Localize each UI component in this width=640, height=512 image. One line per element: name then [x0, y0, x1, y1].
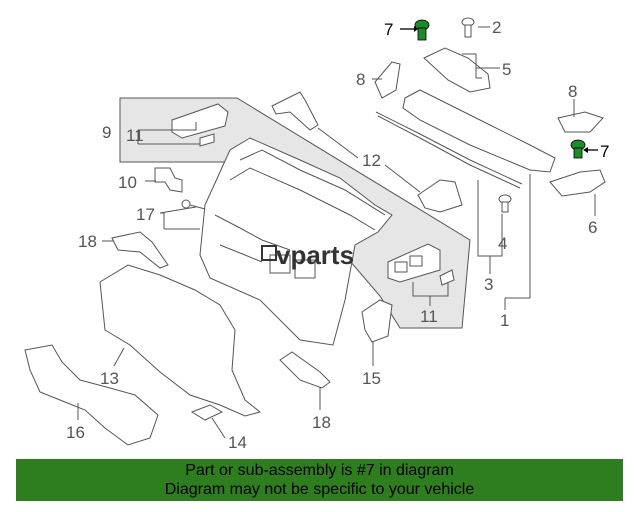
- cowl-dash-panel-assembly: [199, 137, 393, 346]
- callout-4: 4: [498, 234, 507, 253]
- part-2-screw: [461, 17, 475, 38]
- callout-14: 14: [228, 433, 247, 452]
- callout-1: 1: [500, 311, 509, 330]
- part-4-clip: [498, 194, 512, 213]
- callout-11-lower: 11: [420, 307, 438, 326]
- watermark-text: vparts: [276, 240, 354, 270]
- banner-line-2: Diagram may not be specific to your vehi…: [164, 481, 475, 498]
- callout-10: 10: [118, 173, 137, 192]
- callout-18-lower: 18: [312, 413, 331, 432]
- part-17-bolt: [181, 199, 206, 210]
- part-7-highlighted-top: [414, 19, 430, 41]
- callout-15: 15: [362, 369, 381, 388]
- part-15-bracket: [361, 299, 393, 343]
- callout-3: 3: [484, 275, 493, 294]
- callout-6: 6: [588, 218, 597, 237]
- disclaimer-banner: Part or sub-assembly is #7 in diagram Di…: [16, 459, 623, 501]
- callout-2: 2: [492, 18, 501, 37]
- subassembly-panel-9-11: [119, 97, 471, 329]
- part-18-upper-bracket: [111, 231, 169, 269]
- callout-9: 9: [102, 123, 111, 142]
- part-11-lower-bracket: [387, 243, 455, 286]
- part-13-insulator: [99, 264, 262, 417]
- banner-line-1: Part or sub-assembly is #7 in diagram: [185, 462, 454, 479]
- part-12-bracket: [271, 91, 463, 213]
- callout-17: 17: [136, 205, 155, 224]
- callout-8-right: 8: [568, 82, 577, 101]
- part-8-upper-bracket: [374, 61, 401, 99]
- leader-lines: [77, 26, 598, 439]
- callout-7-top: 7: [384, 20, 393, 39]
- callout-8-upper: 8: [356, 70, 365, 89]
- vparts-watermark: vparts: [261, 240, 354, 270]
- part-7-highlighted-right: [570, 139, 586, 159]
- part-14-spacer: [190, 404, 224, 421]
- parts-diagram: vparts 7 2 5 8 8 9 11 7 12 10 17 6 18 4 …: [24, 17, 609, 452]
- part-16-crossmember: [24, 344, 159, 446]
- part-8-right-bracket: [557, 111, 604, 133]
- callout-18-upper: 18: [78, 232, 97, 251]
- callout-13: 13: [100, 369, 119, 388]
- callout-7-right: 7: [600, 142, 609, 161]
- part-5-bracket: [423, 47, 491, 93]
- callout-11-upper: 11: [126, 126, 144, 145]
- callout-12: 12: [362, 151, 381, 170]
- callout-5: 5: [502, 60, 511, 79]
- part-18-lower-bracket: [279, 351, 331, 389]
- part-10-bracket: [154, 167, 183, 193]
- part-6-bracket: [549, 169, 606, 197]
- part-1-cowl-top: [375, 89, 556, 189]
- callout-16: 16: [66, 423, 85, 442]
